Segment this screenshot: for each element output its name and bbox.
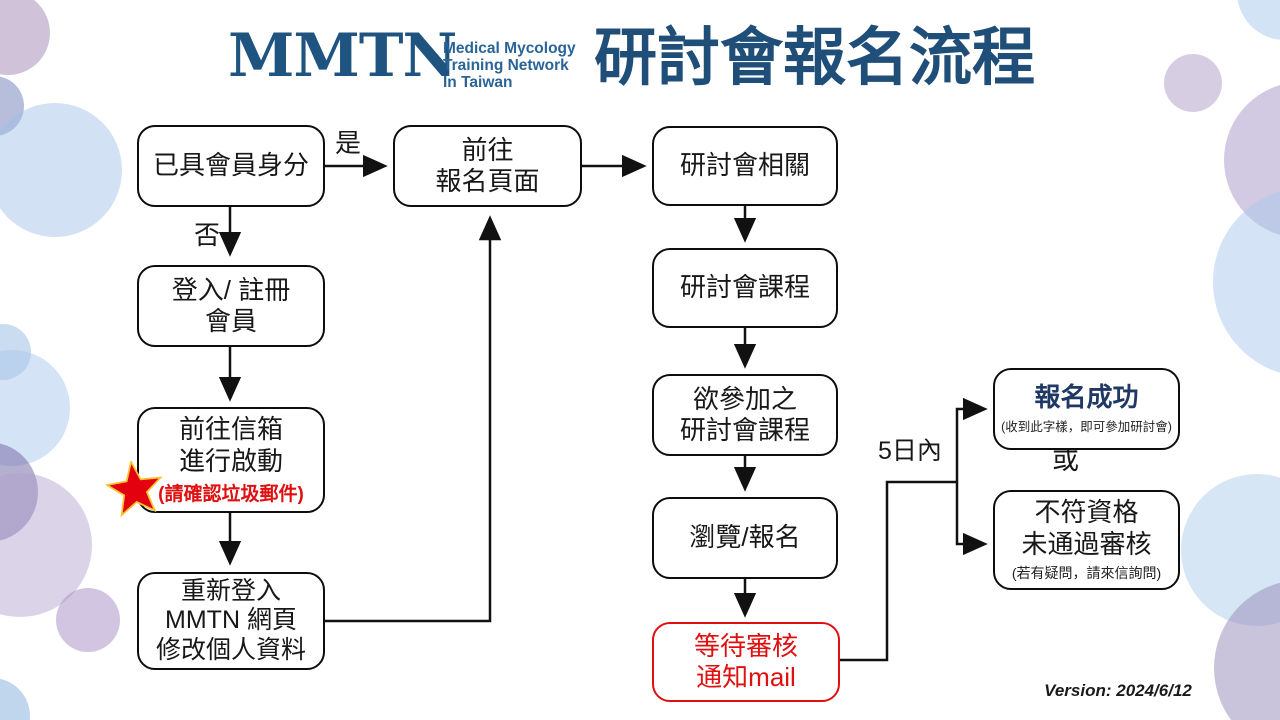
node-label: 等待審核 通知mail <box>693 630 798 692</box>
node-label: 不符資格 未通過審核 <box>1021 497 1152 559</box>
node-relogin-update: 重新登入 MMTN 網頁 修改個人資料 <box>137 572 325 670</box>
node-label: 研討會課程 <box>679 272 810 303</box>
mmtn-logo: MMTN <box>228 21 457 91</box>
node-member-check: 已具會員身分 <box>137 125 325 207</box>
star-icon <box>106 461 163 518</box>
node-registration-success: 報名成功 (收到此字樣，即可參加研討會) <box>993 368 1180 450</box>
edge-label-no: 否 <box>194 220 221 250</box>
node-label: 登入/ 註冊 會員 <box>171 274 291 336</box>
page-title: 研討會報名流程 <box>594 23 1035 93</box>
node-label: 前往 報名頁面 <box>435 134 540 196</box>
node-seminar-related: 研討會相關 <box>652 126 838 206</box>
version-label: Version: 2024/6/12 <box>1044 681 1192 700</box>
edge-label-within-days: 5日內 <box>878 437 942 465</box>
node-label: 已具會員身分 <box>152 150 309 181</box>
mmtn-logo-tagline: Medical Mycology Training Network In Tai… <box>443 40 576 91</box>
node-note: (若有疑問，請來信詢問) <box>1011 564 1162 581</box>
decorative-circle <box>0 103 122 237</box>
node-go-registration: 前往 報名頁面 <box>393 125 582 207</box>
node-label: 瀏覽/報名 <box>689 522 801 553</box>
node-login-register: 登入/ 註冊 會員 <box>137 265 325 347</box>
node-not-qualified: 不符資格 未通過審核 (若有疑問，請來信詢問) <box>993 490 1180 590</box>
node-label: 報名成功 <box>1034 382 1139 413</box>
node-note: (請確認垃圾郵件) <box>158 483 304 505</box>
node-label: 重新登入 MMTN 網頁 修改個人資料 <box>155 576 306 664</box>
edge-label-or: 或 <box>1052 445 1079 475</box>
node-seminar-courses: 研討會課程 <box>652 248 838 328</box>
decorative-circle <box>56 588 120 652</box>
node-activate-mailbox: 前往信箱 進行啟動 (請確認垃圾郵件) <box>137 407 325 513</box>
node-label: 研討會相關 <box>679 150 810 181</box>
node-browse-register: 瀏覽/報名 <box>652 497 838 579</box>
node-desired-courses: 欲參加之 研討會課程 <box>652 374 838 456</box>
node-label: 前往信箱 進行啟動 <box>178 414 283 476</box>
edge-label-yes: 是 <box>335 128 362 158</box>
node-note: (收到此字樣，即可參加研討會) <box>1001 419 1172 434</box>
decorative-circle <box>1164 54 1222 112</box>
node-label: 欲參加之 研討會課程 <box>679 383 810 445</box>
node-wait-review: 等待審核 通知mail <box>652 622 840 702</box>
